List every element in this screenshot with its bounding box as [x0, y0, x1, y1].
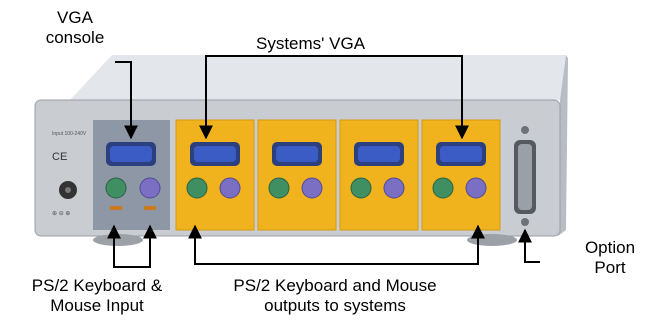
arrow-vga-console	[115, 61, 138, 140]
annotation-arrows	[107, 55, 540, 268]
vga-console-label: VGA console	[40, 8, 110, 48]
arrow-option-port	[518, 228, 540, 263]
svg-text:⊕ ⊖ ⊕: ⊕ ⊖ ⊕	[52, 211, 70, 217]
ps2-outputs-label-line2: outputs to systems	[264, 296, 406, 315]
chassis-foot-right	[467, 234, 517, 246]
ps2-input-label-line1: PS/2 Keyboard &	[31, 276, 163, 295]
ps2-input-label-line2: Mouse Input	[50, 296, 144, 315]
system-keyboard-port	[186, 177, 208, 199]
ps2-outputs-label: PS/2 Keyboard and Mouse outputs to syste…	[200, 276, 470, 316]
chassis-foot-left	[93, 234, 143, 246]
system-mouse-port	[465, 177, 487, 199]
systems-vga-label: Systems' VGA	[256, 34, 366, 53]
option-port-label: Option Port	[578, 238, 642, 278]
system-mouse-port	[383, 177, 405, 199]
system-mouse-port	[219, 177, 241, 199]
svg-text:Input 100-240V: Input 100-240V	[52, 131, 87, 137]
system-keyboard-port	[350, 177, 372, 199]
option-port-label-line2: Port	[594, 258, 626, 277]
vga-console-label-line2: console	[45, 28, 105, 47]
console-mouse-port	[139, 177, 161, 199]
chassis-top	[70, 55, 566, 100]
arrow-ps2-input	[107, 224, 157, 268]
system-panel-1	[175, 119, 255, 231]
arrow-ps2-outputs	[188, 224, 485, 265]
system-panel-2	[257, 119, 337, 231]
option-port	[514, 126, 536, 226]
system-mouse-port	[301, 177, 323, 199]
arrow-systems-vga	[199, 55, 469, 140]
ps2-input-label: PS/2 Keyboard & Mouse Input	[4, 276, 190, 316]
label-plate: Input 100-240V CE ⊕ ⊖ ⊕	[52, 131, 87, 217]
option-port-label-line1: Option	[584, 238, 636, 257]
system-keyboard-port	[268, 177, 290, 199]
svg-text:CE: CE	[52, 151, 67, 163]
system-keyboard-port	[432, 177, 454, 199]
system-panel-3	[339, 119, 419, 231]
console-keyboard-port	[105, 177, 127, 199]
ps2-outputs-label-line1: PS/2 Keyboard and Mouse	[233, 276, 437, 295]
vga-console-label-line1: VGA	[57, 8, 93, 27]
